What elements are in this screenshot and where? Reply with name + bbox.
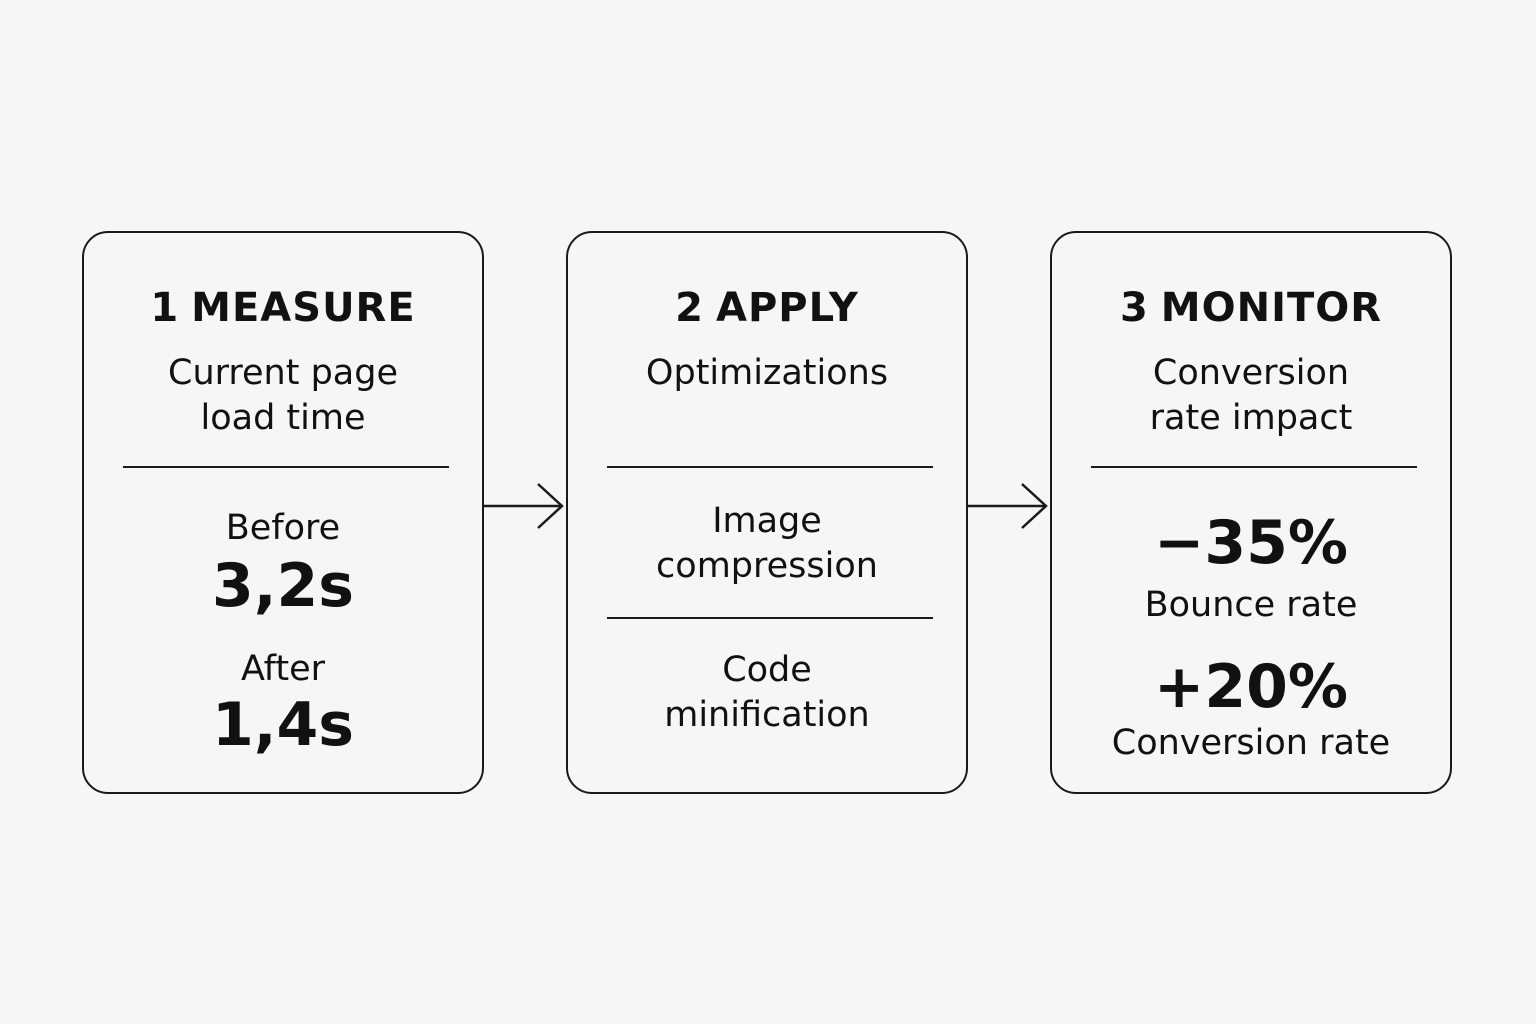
step-number: 1 <box>150 285 180 331</box>
right-arrow-icon <box>968 483 1048 529</box>
after-value: 1,4s <box>211 690 354 760</box>
subtitle-line: Optimizations <box>645 353 889 393</box>
optimization-item-image-compression: Image compression <box>568 499 966 589</box>
item-line: compression <box>656 546 878 586</box>
before-label: Before <box>225 508 341 548</box>
step-subtitle: Optimizations <box>568 351 966 396</box>
step-number: 3 <box>1119 285 1149 331</box>
step-subtitle: Conversion rate impact <box>1052 351 1450 441</box>
right-arrow-icon <box>484 483 564 529</box>
subtitle-line: Current page <box>168 353 398 393</box>
step-subtitle: Current page load time <box>84 351 482 441</box>
bounce-rate-value: −35% <box>1154 508 1348 578</box>
divider <box>607 617 933 619</box>
step-title-text: MEASURE <box>191 285 416 331</box>
subtitle-line: Conversion <box>1152 353 1350 393</box>
step-title-text: APPLY <box>716 285 859 331</box>
subtitle-line: load time <box>200 398 366 438</box>
divider <box>607 466 933 468</box>
item-line: minification <box>664 695 870 735</box>
optimization-item-code-minification: Code minification <box>568 648 966 738</box>
item-line: Code <box>722 650 812 690</box>
before-value: 3,2s <box>211 551 354 621</box>
step-number: 2 <box>675 285 705 331</box>
step-title-text: MONITOR <box>1160 285 1383 331</box>
subtitle-line: rate impact <box>1149 398 1353 438</box>
divider <box>123 466 449 468</box>
after-label: After <box>240 649 326 689</box>
item-line: Image <box>712 501 822 541</box>
divider <box>1091 466 1417 468</box>
conversion-rate-label: Conversion rate <box>1111 723 1391 763</box>
bounce-rate-label: Bounce rate <box>1144 585 1358 625</box>
conversion-rate-value: +20% <box>1154 652 1348 722</box>
